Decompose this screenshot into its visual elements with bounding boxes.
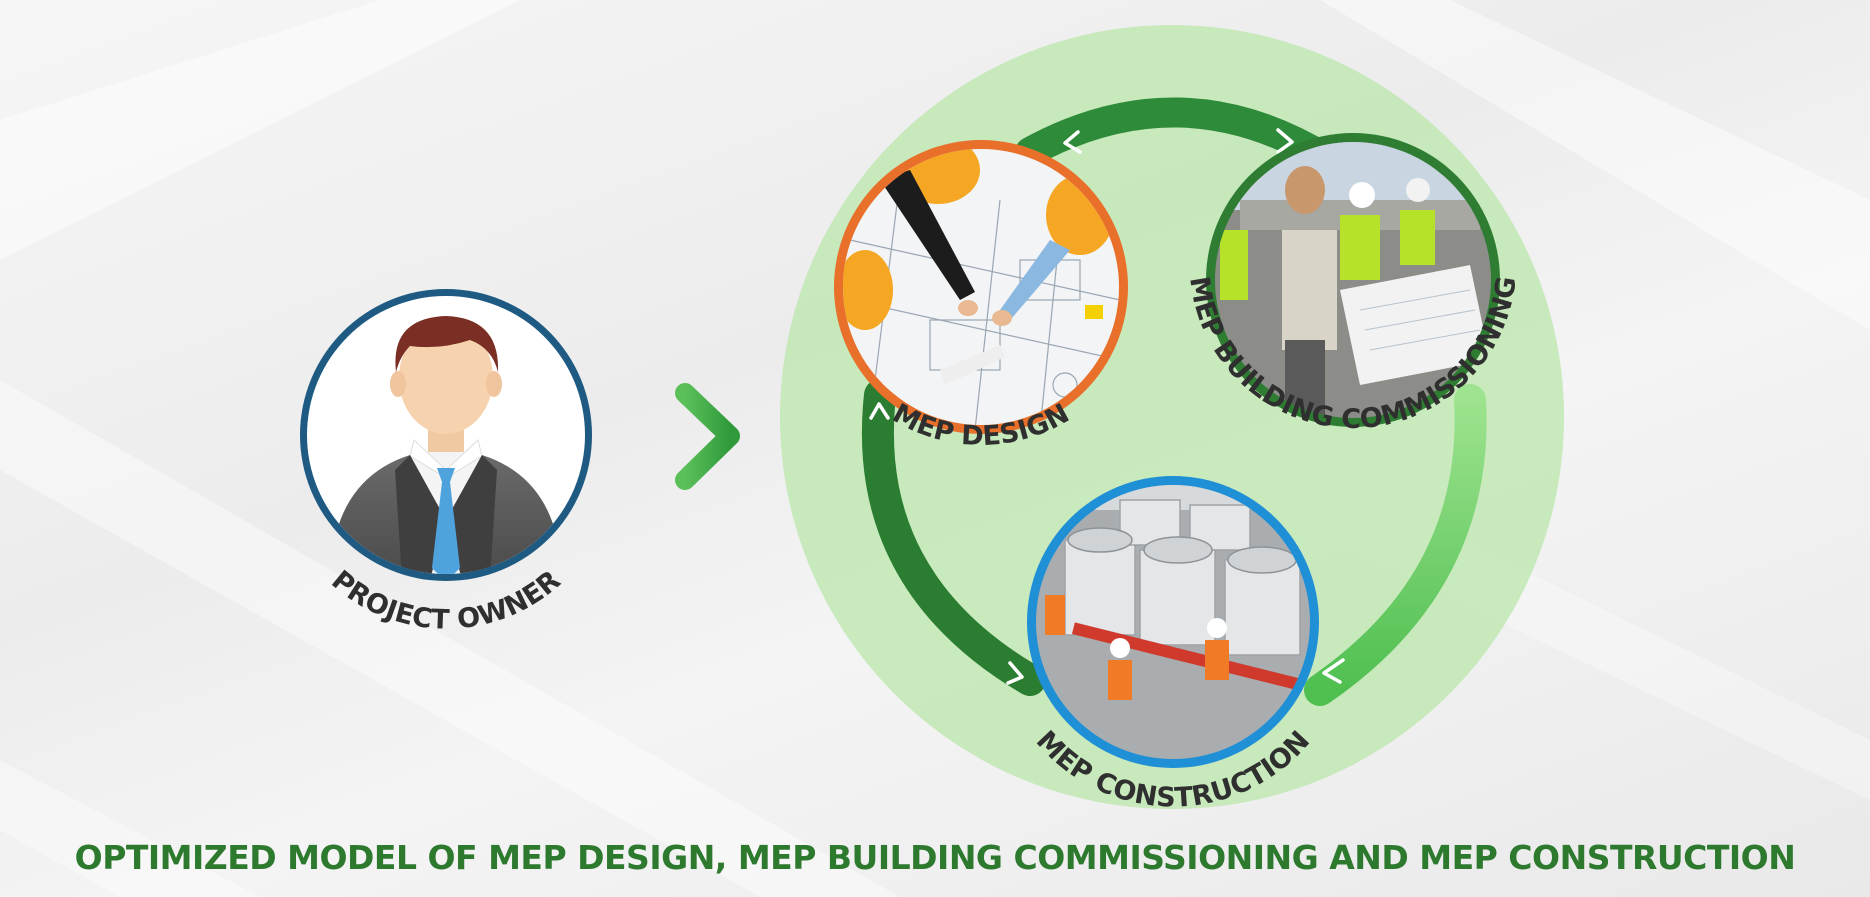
arrowhead-down-icon — [1006, 661, 1024, 685]
construction-photo — [1036, 485, 1310, 759]
arrowhead-right-icon — [1276, 128, 1294, 154]
cycle-arrowheads — [869, 128, 1345, 685]
page-title: OPTIMIZED MODEL OF MEP DESIGN, MEP BUILD… — [74, 838, 1796, 877]
mep-design-node: MEP DESIGN — [834, 140, 1128, 452]
commissioning-to-construction-arrow — [1304, 384, 1487, 706]
businessman-avatar-icon — [330, 316, 562, 574]
arrowhead-left-icon — [1322, 658, 1345, 684]
arrowhead-up-icon — [869, 402, 890, 420]
commissioning-photo — [1215, 142, 1491, 418]
design-photo — [843, 149, 1119, 425]
construction-to-design-arrow — [861, 379, 1046, 696]
right-arrow-icon — [614, 383, 740, 490]
arrowhead-left-icon — [1063, 130, 1082, 154]
project-owner-node: PROJECT OWNER — [300, 289, 592, 636]
